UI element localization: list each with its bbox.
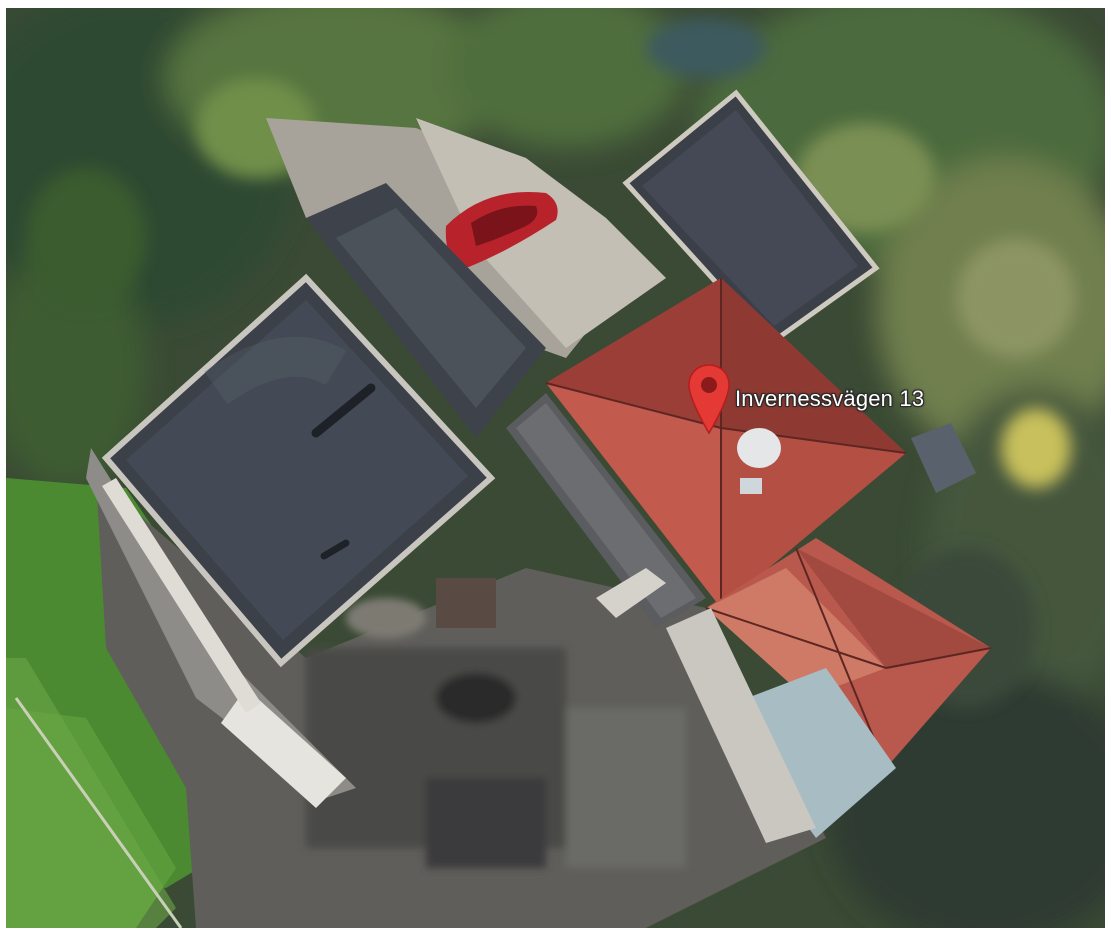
location-marker[interactable] xyxy=(685,363,733,435)
place-label[interactable]: Invernessvägen 13 xyxy=(735,386,925,411)
map-pin-icon xyxy=(688,364,730,435)
aerial-imagery xyxy=(6,8,1105,928)
satellite-map[interactable]: Invernessvägen 13 xyxy=(6,8,1105,928)
